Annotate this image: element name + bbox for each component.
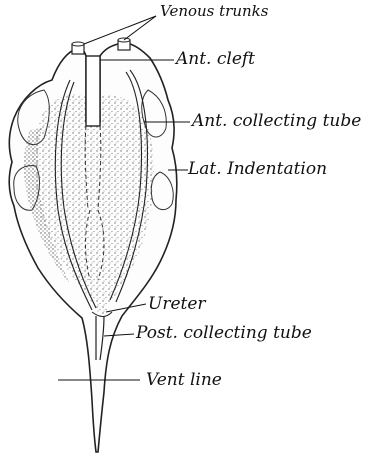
ant-cleft — [86, 56, 100, 126]
label-ant-cleft: Ant. cleft — [176, 51, 255, 68]
label-lat-indentation: Lat. Indentation — [188, 161, 327, 178]
label-ureter: Ureter — [148, 296, 206, 313]
label-post-collecting-tube: Post. collecting tube — [136, 325, 312, 342]
label-venous-trunks: Venous trunks — [160, 4, 268, 19]
label-ant-collecting-tube: Ant. collecting tube — [192, 113, 361, 130]
label-vent-line: Vent line — [146, 372, 222, 389]
